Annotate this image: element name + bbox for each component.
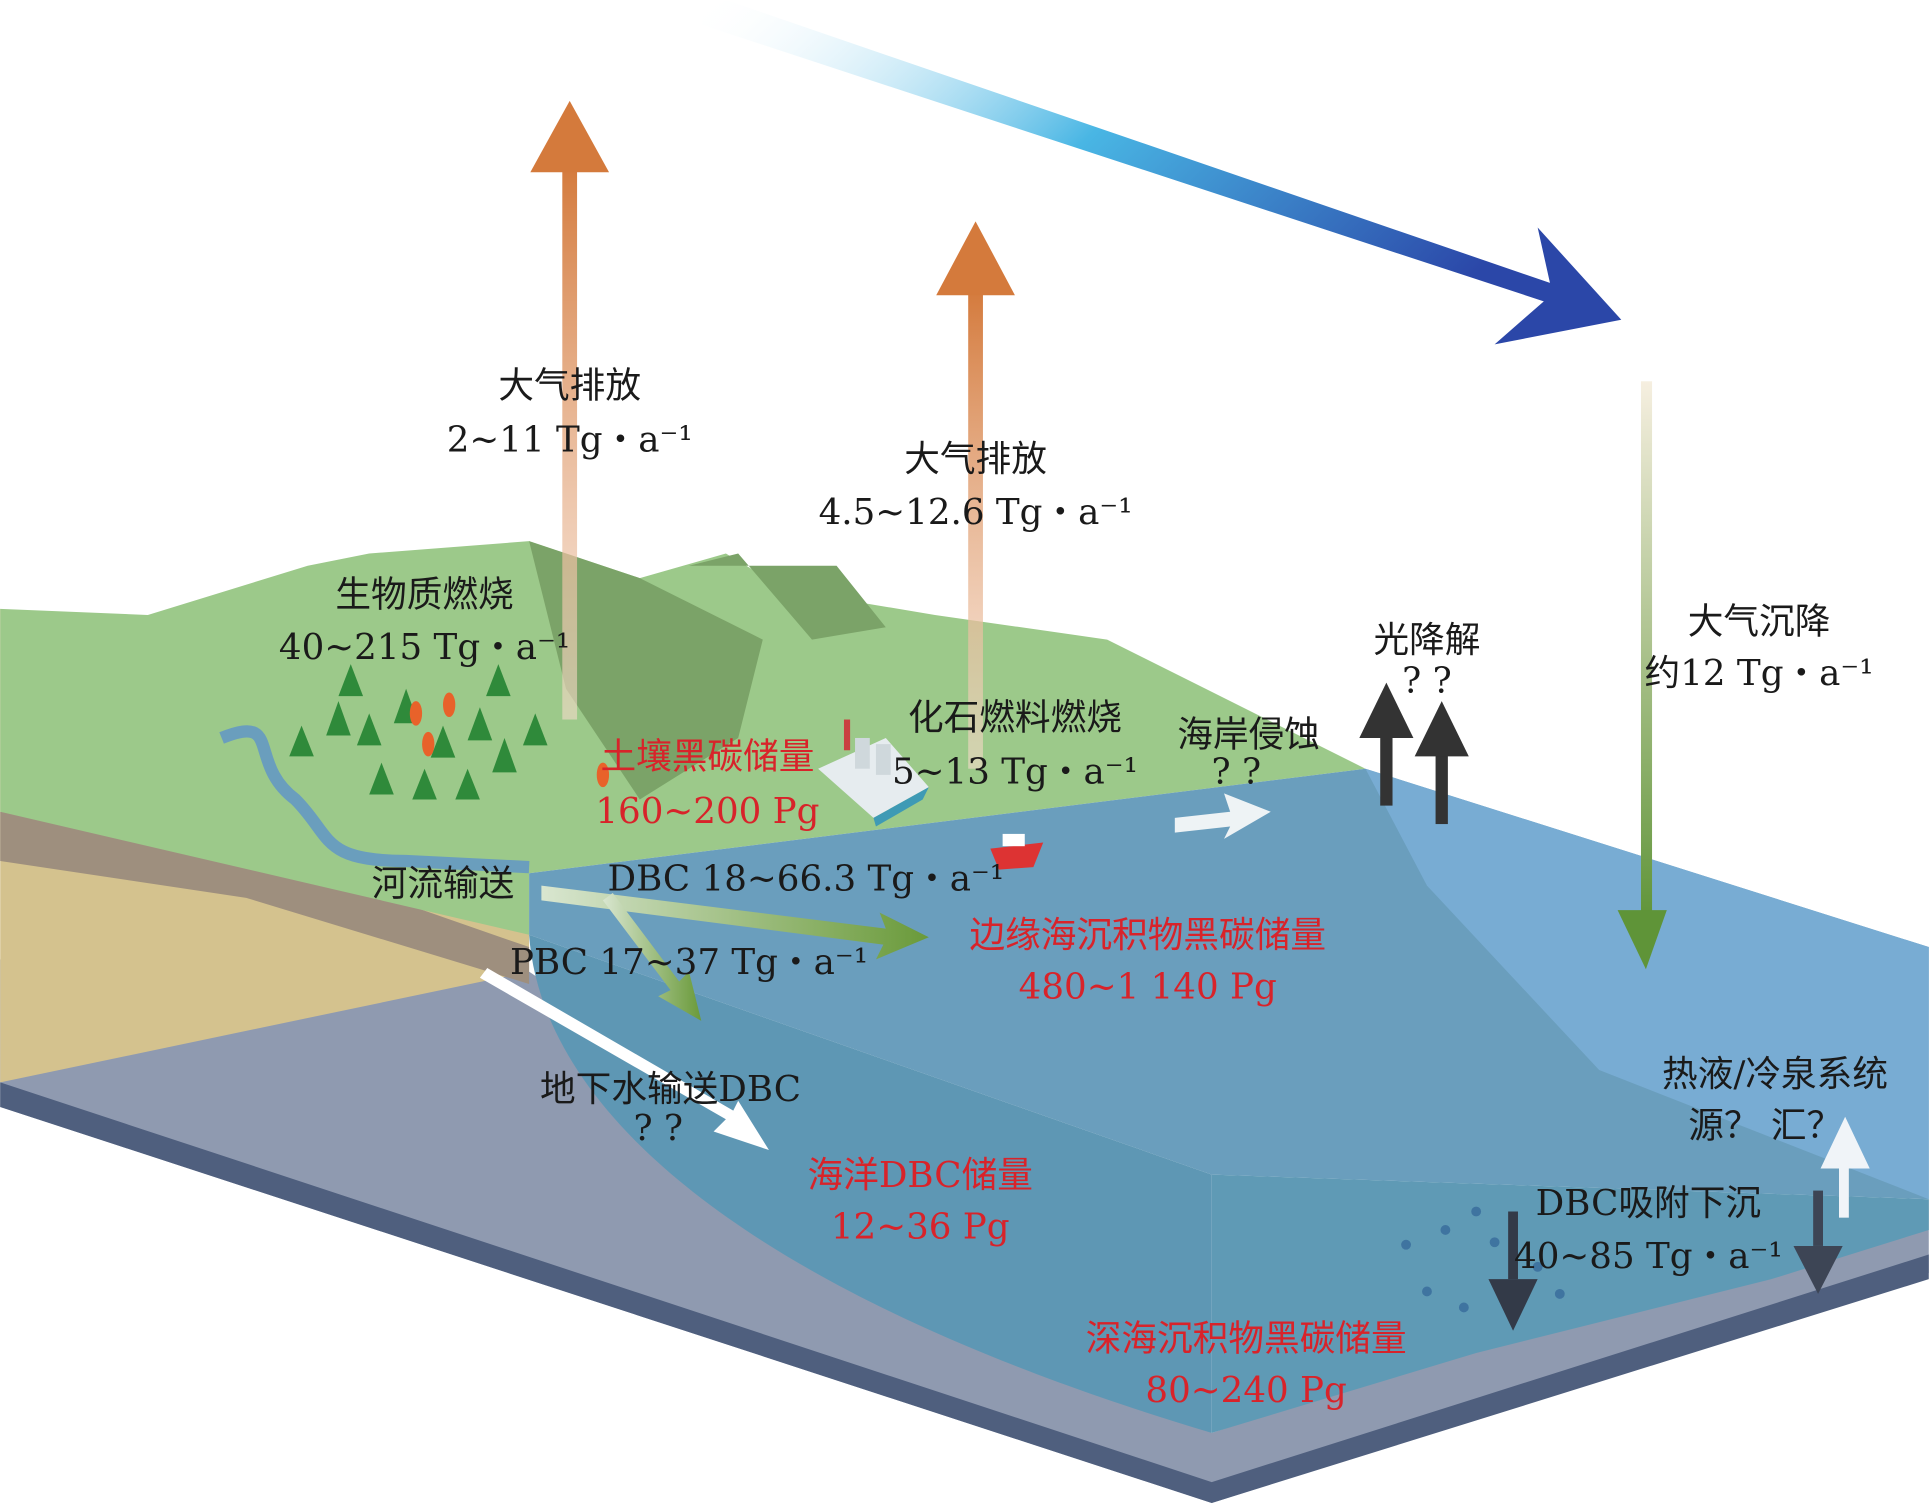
bedrock-layer (0, 959, 1929, 1503)
emission2-title: 大气排放 (904, 439, 1047, 480)
river-pbc-arrow (602, 892, 702, 1021)
erosion-title: 海岸侵蚀 (1177, 715, 1320, 756)
factory-icon (818, 719, 929, 827)
river-title: 河流输送 (372, 863, 515, 904)
emission1-title: 大气排放 (498, 365, 641, 406)
ocean-dbc-title: 海洋DBC储量 (808, 1155, 1033, 1196)
fossil-title: 化石燃料燃烧 (908, 697, 1122, 738)
photodegradation-title: 光降解 (1373, 620, 1480, 661)
ocean-deep-surface (1365, 768, 1929, 1200)
emission-arrow-biomass (530, 100, 610, 720)
sink-value: 40~85 Tg・a⁻¹ (1514, 1236, 1783, 1277)
mountain-shade (529, 541, 763, 800)
emission2-value: 4.5~12.6 Tg・a⁻¹ (819, 492, 1133, 533)
vent-value: 源？ 汇？ (1688, 1106, 1842, 1147)
groundwater-title: 地下水输送DBC (540, 1069, 801, 1110)
fossil-value: 5~13 Tg・a⁻¹ (892, 751, 1138, 792)
soil-title: 土壤黑碳储量 (600, 737, 814, 778)
fire-icon (409, 692, 610, 788)
ocean-front-face (529, 934, 1212, 1433)
sinking-arrow-2 (1793, 1190, 1843, 1294)
deposition-arrow (1617, 381, 1667, 970)
river-dbc-arrow (541, 885, 929, 960)
coastal-erosion-arrow (1174, 793, 1271, 839)
margin-sediment-title: 边缘海沉积物黑碳储量 (969, 915, 1326, 956)
photodegradation-value: ? ? (1402, 660, 1452, 701)
deep-sediment-value: 80~240 Pg (1145, 1370, 1346, 1411)
mountain-ridge (688, 553, 886, 640)
vent-up-arrow (1820, 1116, 1870, 1218)
emission-arrow-fossil (936, 221, 1015, 769)
deep-sediment-title: 深海沉积物黑碳储量 (1086, 1318, 1407, 1359)
wind-transport-arrow (701, 0, 1622, 345)
river-pbc: PBC 17~37 Tg・a⁻¹ (510, 942, 868, 983)
photodegradation-arrows (1359, 682, 1469, 825)
biomass-title: 生物质燃烧 (335, 574, 513, 615)
deposition-title: 大气沉降 (1688, 601, 1831, 642)
soil-value: 160~200 Pg (595, 791, 819, 832)
groundwater-arrow (479, 967, 769, 1151)
biomass-value: 40~215 Tg・a⁻¹ (279, 627, 570, 668)
margin-sediment-value: 480~1 140 Pg (1019, 967, 1277, 1008)
ocean-right-face (1211, 1174, 1929, 1433)
river-dbc: DBC 18~66.3 Tg・a⁻¹ (607, 858, 1004, 899)
deposition-value: 约12 Tg・a⁻¹ (1645, 653, 1874, 694)
flux-arrows (479, 0, 1870, 1331)
particle-dots (1401, 1206, 1565, 1313)
erosion-value: ? ? (1212, 751, 1262, 792)
sinking-arrow-1 (1488, 1211, 1538, 1331)
sediment-dark-band (0, 811, 530, 984)
vent-title: 热液/冷泉系统 (1662, 1054, 1888, 1095)
emission1-value: 2~11 Tg・a⁻¹ (447, 419, 693, 460)
groundwater-value: ? ? (633, 1108, 683, 1149)
bedrock-bottom (0, 1082, 1929, 1503)
ship-icon (990, 833, 1044, 870)
ocean-dbc-value: 12~36 Pg (831, 1207, 1010, 1248)
sink-title: DBC吸附下沉 (1536, 1183, 1761, 1224)
labels: 大气排放 2~11 Tg・a⁻¹ 大气排放 4.5~12.6 Tg・a⁻¹ 生物… (279, 365, 1888, 1411)
earth-block (0, 541, 1929, 1503)
river (219, 725, 530, 874)
